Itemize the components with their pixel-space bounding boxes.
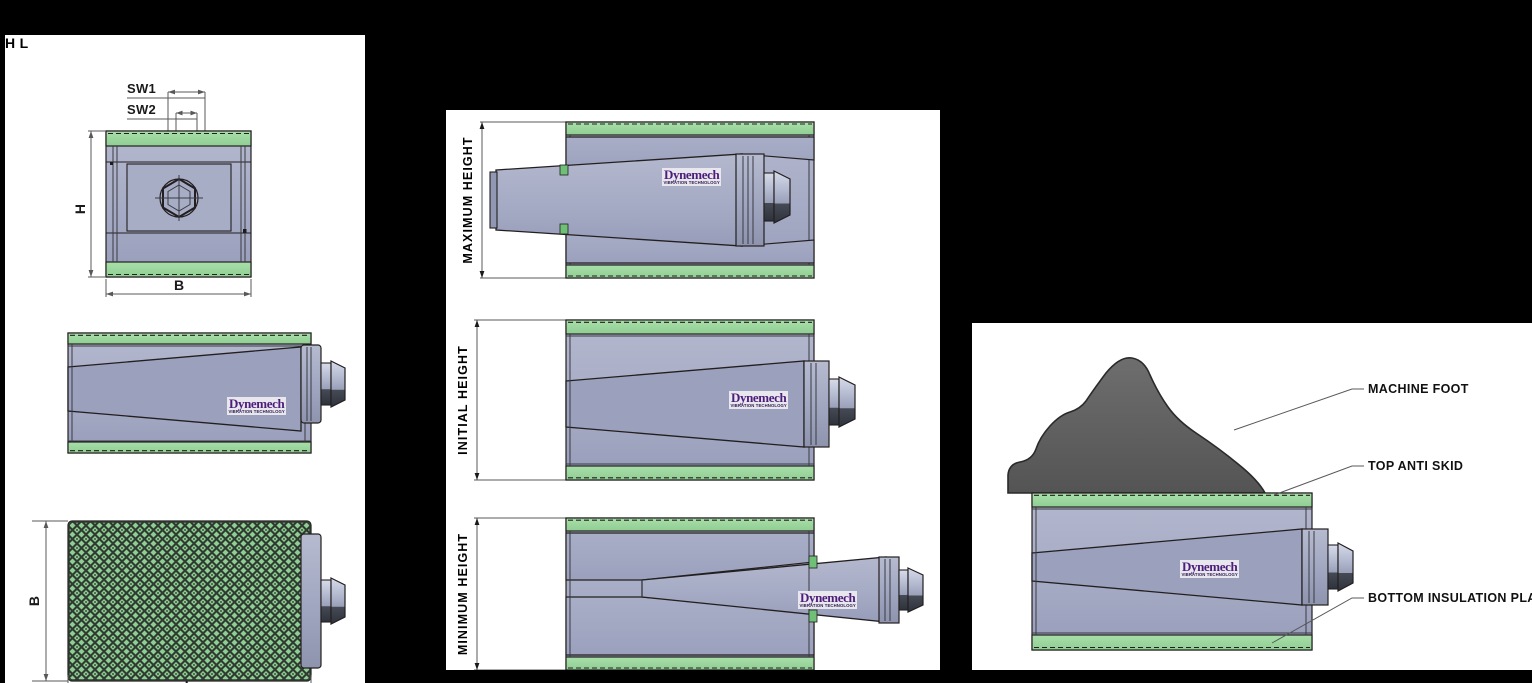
view-label-initial-height: INITIAL HEIGHT	[456, 345, 470, 455]
top-anti-skid-layer	[105, 130, 252, 147]
brand-tagline: VIBRATION TECHNOLOGY	[799, 603, 856, 608]
bottom-insulation-layer	[565, 465, 815, 481]
adjustment-bolt	[735, 153, 791, 247]
bottom-insulation-layer	[105, 261, 252, 278]
height-adjustment-views-panel: MAXIMUM HEIGHT	[446, 110, 940, 670]
bottom-insulation-layer	[1031, 634, 1313, 651]
hex-bolt-head	[155, 175, 203, 221]
brand-logo: Dynemech VIBRATION TECHNOLOGY	[729, 390, 789, 410]
dimension-label-b-bottom: B	[26, 596, 42, 606]
bottom-insulation-layer	[565, 656, 815, 670]
bottom-insulation-layer	[565, 264, 815, 279]
orthographic-views-panel: SW1 SW2	[5, 35, 365, 683]
hex-nut	[838, 376, 856, 428]
bottom-view-length-dimension: L	[67, 675, 312, 683]
machine-foot-callout: MACHINE FOOT	[1233, 382, 1469, 431]
brand-tagline: VIBRATION TECHNOLOGY	[730, 403, 787, 408]
machine-foot	[1007, 356, 1267, 494]
installation-assembly-view: MACHINE FOOT TOP ANTI SKID BOTTOM INSULA…	[1007, 356, 1532, 651]
brand-tagline: VIBRATION TECHNOLOGY	[663, 180, 720, 185]
dimension-label-l-bottom: L	[185, 678, 194, 683]
callout-label-machine-foot: MACHINE FOOT	[1368, 382, 1469, 396]
callout-label-top-anti-skid: TOP ANTI SKID	[1368, 459, 1463, 473]
dimension-label-b-front: B	[174, 277, 184, 293]
dimension-l-side: L	[20, 35, 29, 52]
view-label-minimum-height: MINIMUM HEIGHT	[456, 533, 470, 655]
top-anti-skid-layer	[67, 332, 312, 345]
top-anti-skid-layer	[565, 319, 815, 335]
dimension-label-sw1: SW1	[127, 81, 156, 96]
brand-tagline: VIBRATION TECHNOLOGY	[1181, 572, 1238, 577]
front-view-body	[105, 130, 252, 278]
bottom-view: B	[26, 520, 346, 682]
callout-label-bottom-insulation-plate: BOTTOM INSULATION PLATE	[1368, 591, 1532, 605]
dimension-h-side: H	[5, 35, 20, 52]
front-view: SW1 SW2	[72, 81, 252, 297]
bottom-view-body	[67, 520, 346, 682]
minimum-height-view: MINIMUM HEIGHT	[456, 517, 924, 670]
adjustment-bolt	[300, 533, 346, 669]
adjustment-bolt	[878, 556, 924, 624]
minimum-height-body	[565, 517, 924, 670]
dimension-b-front: B	[105, 277, 252, 297]
hex-nut	[330, 577, 346, 625]
dimension-label-l-side: L	[19, 35, 29, 51]
dimension-minimum-height: MINIMUM HEIGHT	[456, 517, 566, 670]
mount-assembly	[1031, 492, 1354, 651]
adjustment-bolt	[1301, 528, 1354, 606]
initial-height-body	[565, 319, 856, 481]
dimension-h-front: H	[72, 130, 106, 278]
hex-nut	[330, 360, 346, 408]
maximum-height-body	[489, 121, 815, 279]
brand-tagline: VIBRATION TECHNOLOGY	[228, 409, 285, 414]
adjustment-bolt	[803, 360, 856, 448]
adjustment-bolt	[300, 344, 346, 424]
side-view-body	[67, 332, 346, 454]
anti-skid-pattern	[68, 521, 311, 681]
brand-logo: Dynemech VIBRATION TECHNOLOGY	[798, 590, 858, 610]
hex-nut	[773, 170, 791, 224]
top-anti-skid-callout: TOP ANTI SKID	[1273, 459, 1463, 496]
installation-callout-panel: MACHINE FOOT TOP ANTI SKID BOTTOM INSULA…	[972, 323, 1532, 670]
initial-height-view: INITIAL HEIGHT	[456, 319, 856, 481]
top-anti-skid-layer	[565, 517, 815, 532]
brand-logo: Dynemech VIBRATION TECHNOLOGY	[1180, 559, 1240, 579]
bottom-insulation-plate-callout: BOTTOM INSULATION PLATE	[1271, 591, 1532, 644]
top-anti-skid-layer	[565, 121, 815, 136]
hex-nut	[1337, 542, 1354, 592]
maximum-height-view: MAXIMUM HEIGHT	[461, 121, 815, 279]
dimension-label-h-front: H	[72, 204, 88, 214]
dimension-b-bottom: B	[26, 520, 68, 682]
brand-name: Dynemech	[1182, 559, 1238, 574]
view-label-maximum-height: MAXIMUM HEIGHT	[461, 136, 475, 263]
side-view	[67, 332, 346, 454]
dimension-maximum-height: MAXIMUM HEIGHT	[461, 121, 566, 279]
brand-logo: Dynemech VIBRATION TECHNOLOGY	[662, 167, 722, 187]
dimension-initial-height: INITIAL HEIGHT	[456, 319, 566, 481]
dimension-label-h-side: H	[5, 35, 16, 51]
bottom-insulation-layer	[67, 441, 312, 454]
dimension-label-sw2: SW2	[127, 102, 156, 117]
brand-name: Dynemech	[664, 167, 720, 182]
hex-nut	[907, 567, 924, 613]
top-anti-skid-layer	[1031, 492, 1313, 508]
brand-name: Dynemech	[229, 396, 285, 411]
brand-logo: Dynemech VIBRATION TECHNOLOGY	[227, 396, 287, 416]
brand-name: Dynemech	[731, 390, 787, 405]
brand-name: Dynemech	[800, 590, 856, 605]
